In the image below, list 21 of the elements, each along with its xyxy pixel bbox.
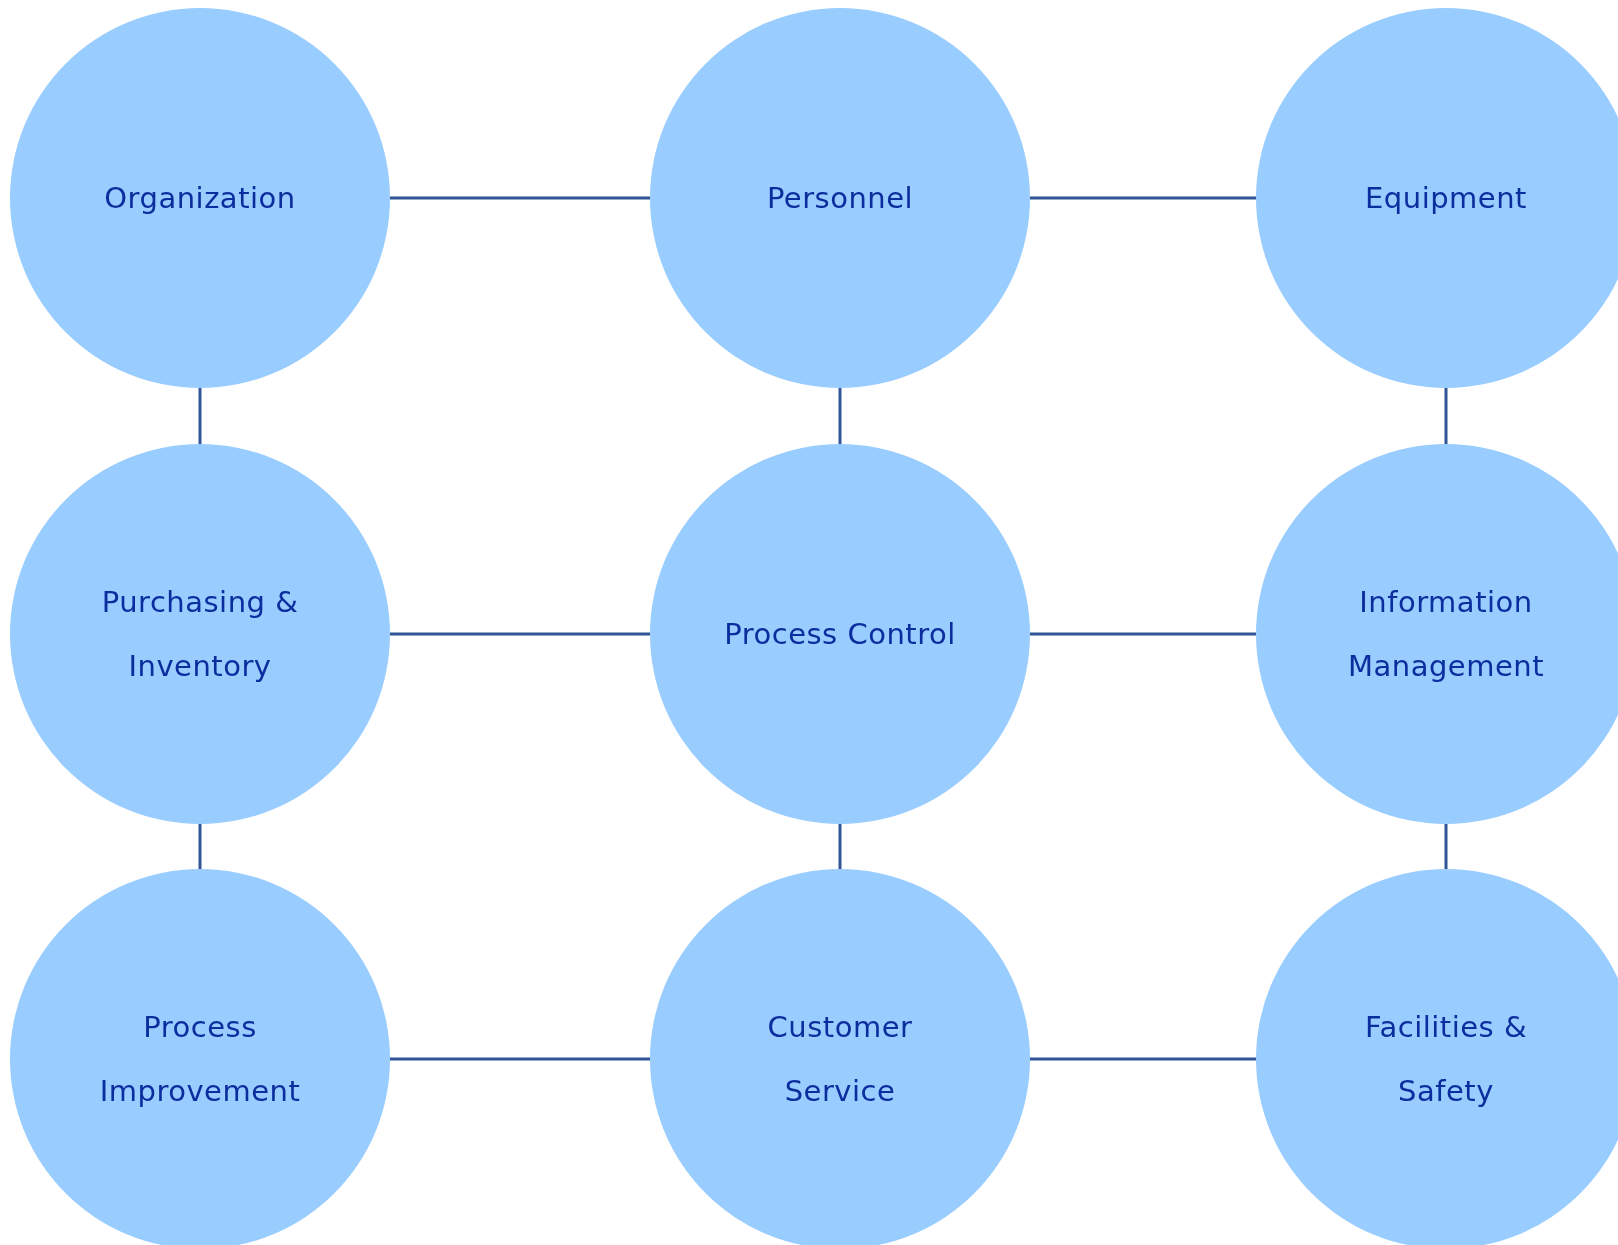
node-label: Organization: [103, 180, 297, 217]
node-label: Information Management: [1346, 584, 1545, 685]
connector-line: [1030, 1057, 1256, 1061]
connector-line: [838, 824, 842, 869]
connector-line: [390, 1057, 650, 1061]
node-label: Process Improvement: [98, 1009, 302, 1110]
node-label: Equipment: [1364, 180, 1528, 217]
connector-line: [1030, 632, 1256, 636]
connector-line: [1444, 388, 1448, 444]
connector-line: [1030, 196, 1256, 200]
connector-line: [1444, 824, 1448, 869]
connector-line: [198, 824, 202, 869]
node-label: Process Control: [723, 616, 957, 653]
connector-line: [838, 388, 842, 444]
node-label: Facilities & Safety: [1363, 1009, 1529, 1110]
node-label: Customer Service: [766, 1009, 914, 1110]
node-label: Purchasing & Inventory: [100, 584, 300, 685]
node-label: Personnel: [765, 180, 915, 217]
connector-line: [390, 632, 650, 636]
connector-line: [390, 196, 650, 200]
connector-line: [198, 388, 202, 444]
